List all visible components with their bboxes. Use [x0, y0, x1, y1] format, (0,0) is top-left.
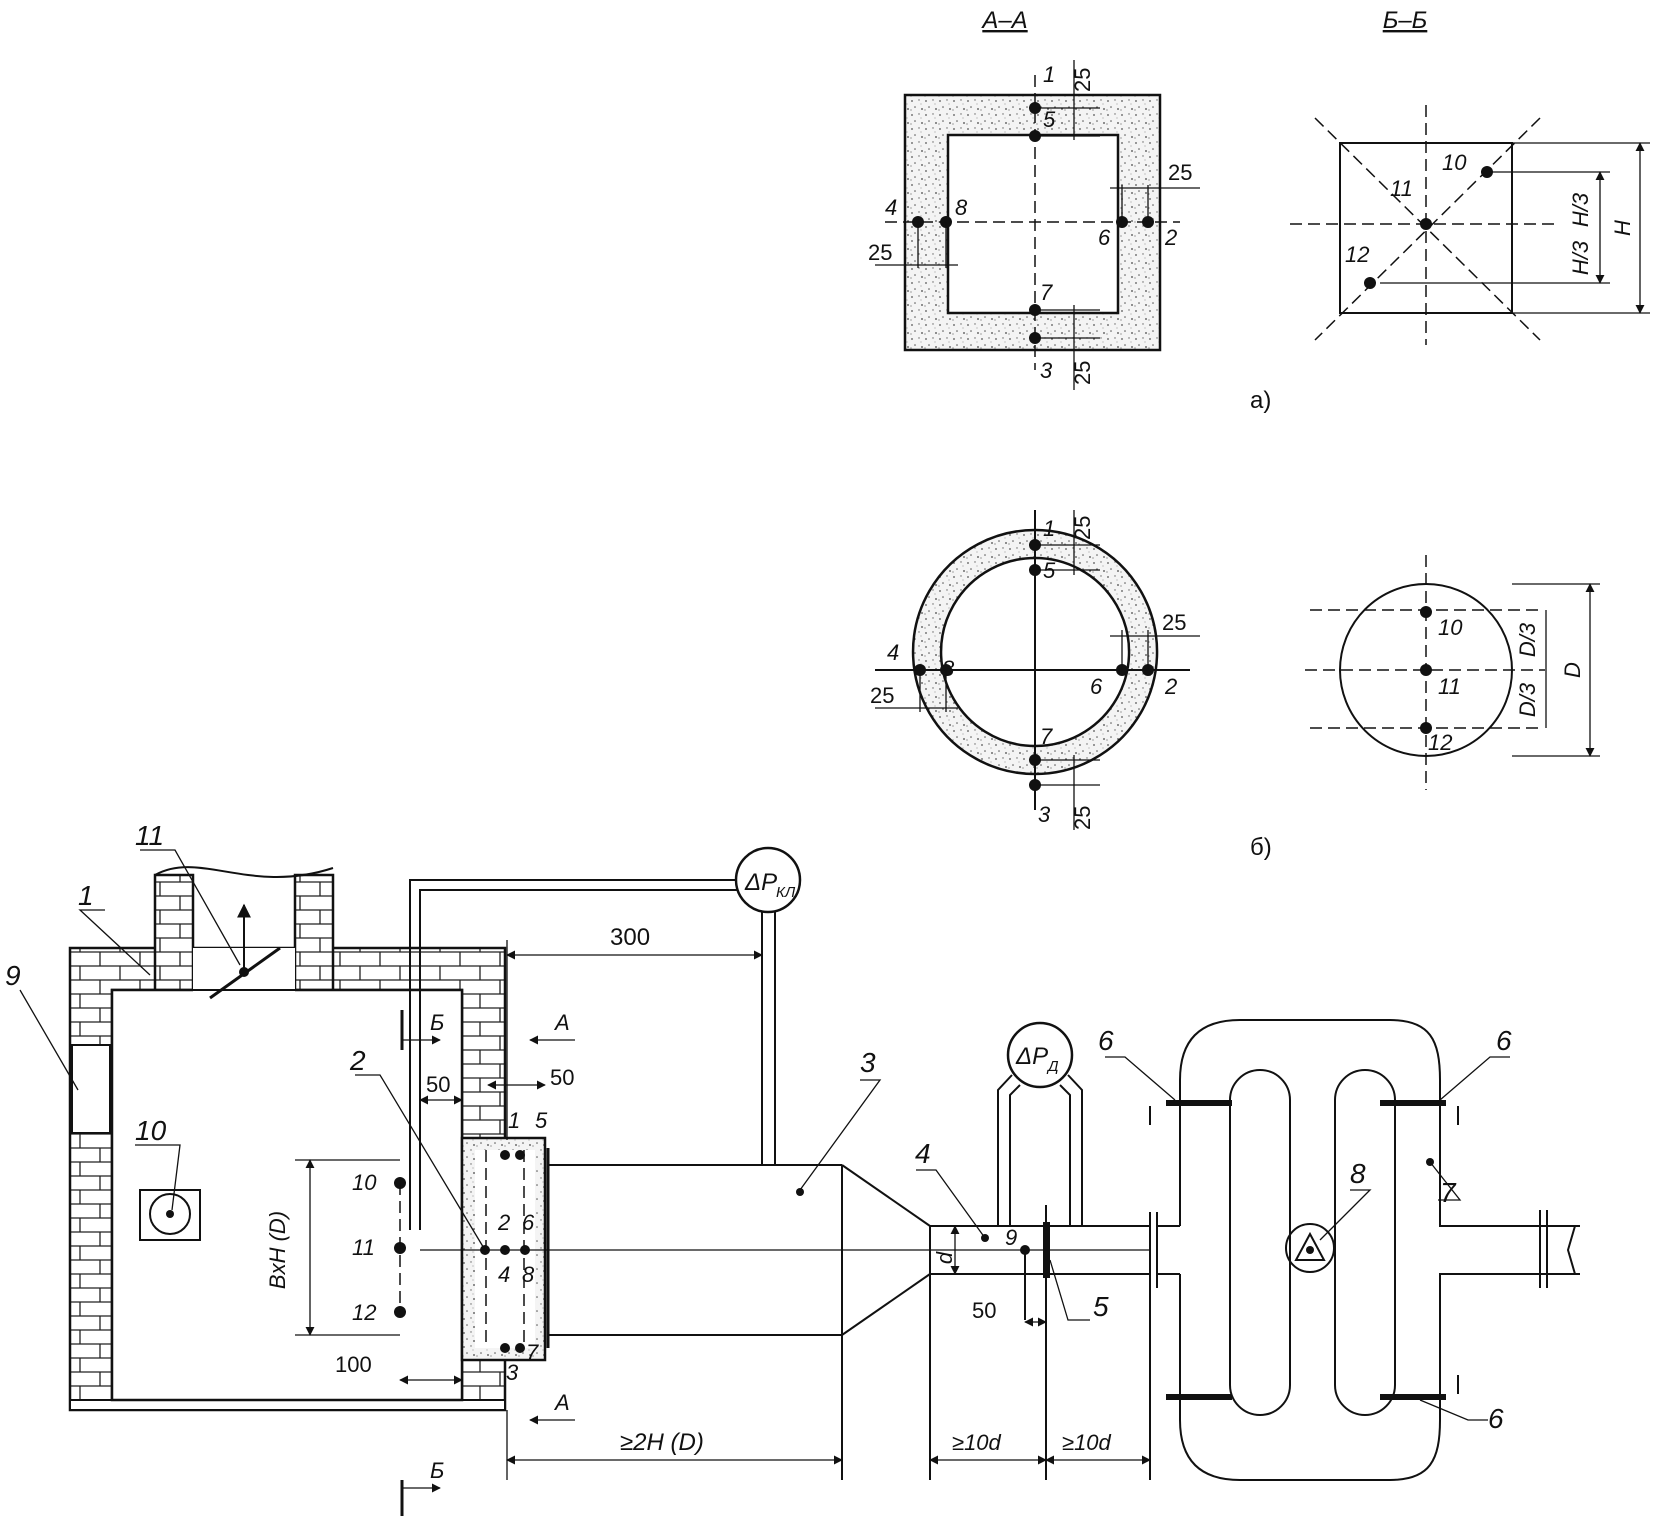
- round-insulation: [911, 528, 1159, 776]
- section-aa-title: А–А: [980, 7, 1027, 34]
- gauge-pkl: [734, 846, 802, 914]
- valve-insert: 1 5 2 6 4 8 3 7: [460, 1108, 550, 1385]
- section-bb-title: Б–Б: [1383, 7, 1428, 34]
- dim-ge2h: ≥2H (D): [620, 1429, 704, 1456]
- callout-5: 5: [1093, 1291, 1109, 1322]
- callout-6-bottom: 6: [1488, 1403, 1504, 1434]
- main-pt-5: 5: [535, 1108, 548, 1133]
- main-pt-7: 7: [526, 1340, 539, 1365]
- sq-pt-10: 10: [1442, 150, 1467, 175]
- main-dimensions: 300 50 50 BxH (D) 100 ≥2H (D) ≥10d ≥10d …: [265, 924, 1151, 1516]
- callout-11: 11: [135, 820, 164, 851]
- sq-dim-h: H: [1610, 220, 1635, 236]
- sq-dim-25-right: 25: [1168, 160, 1192, 185]
- label-b: б): [1250, 834, 1272, 861]
- dim-50-left: 50: [426, 1072, 450, 1097]
- dim-100: 100: [335, 1352, 372, 1377]
- main-pt-11: 11: [352, 1235, 375, 1260]
- sq-pt-3: 3: [1040, 358, 1053, 383]
- measuring-pipe: ΔP Д 9 d: [929, 1021, 1151, 1480]
- main-pt-1: 1: [508, 1108, 520, 1133]
- cut-b-bottom: Б: [430, 1458, 444, 1483]
- sq-pt-2: 2: [1164, 225, 1177, 250]
- callout-4: 4: [915, 1138, 931, 1169]
- callout-3: 3: [860, 1047, 876, 1078]
- main-pt-6: 6: [522, 1210, 535, 1235]
- rd-pt-4: 4: [887, 640, 899, 665]
- dim-50-pipe: 50: [972, 1298, 996, 1323]
- main-pt-8: 8: [522, 1262, 535, 1287]
- dim-ge10d-right: ≥10d: [1062, 1430, 1112, 1455]
- callout-9: 9: [5, 960, 21, 991]
- rd-dim-d3-upper: D/3: [1515, 622, 1540, 657]
- sq-dim-h3-lower: H/3: [1568, 240, 1593, 275]
- sq-pt-1: 1: [1043, 62, 1055, 87]
- rd-pt-6: 6: [1090, 674, 1103, 699]
- gauge-pd-label: ΔP: [1015, 1043, 1048, 1070]
- callout-10: 10: [135, 1115, 167, 1146]
- callout-2: 2: [349, 1045, 366, 1076]
- dim-small-d: d: [932, 1251, 957, 1264]
- sq-pt-8: 8: [955, 195, 968, 220]
- section-aa-square: А–А 1 5 7 3 4 8 6 2 25 25 25 25 а): [868, 7, 1271, 414]
- dim-300: 300: [610, 924, 650, 951]
- duct-section: ΔP КЛ: [409, 846, 1150, 1480]
- dim-50-right: 50: [550, 1065, 574, 1090]
- label-a: а): [1250, 387, 1271, 414]
- rd-pt-7: 7: [1040, 724, 1053, 749]
- callout-7: 7: [1440, 1177, 1457, 1208]
- sq-pt-12: 12: [1345, 242, 1369, 267]
- sq-pt-4: 4: [885, 195, 897, 220]
- dim-bxh: BxH (D): [265, 1211, 290, 1289]
- cut-a-top: А: [553, 1010, 570, 1035]
- main-pt-2: 2: [497, 1210, 510, 1235]
- rd-dim-25-left: 25: [870, 683, 894, 708]
- sq-dim-25-bottom: 25: [1070, 361, 1095, 385]
- rd-dim-d: D: [1560, 662, 1585, 678]
- rd-dim-25-bottom: 25: [1070, 806, 1095, 830]
- main-pt-9: 9: [1005, 1225, 1017, 1250]
- rd-pt-1: 1: [1043, 516, 1055, 541]
- rd-pt-11: 11: [1438, 674, 1461, 699]
- rd-dim-25-right: 25: [1162, 610, 1186, 635]
- callout-1: 1: [78, 880, 94, 911]
- rd-pt-10: 10: [1438, 615, 1463, 640]
- main-pt-3: 3: [506, 1360, 519, 1385]
- cut-a-bottom: А: [553, 1390, 570, 1415]
- main-pt-4: 4: [498, 1262, 510, 1287]
- sq-pt-11: 11: [1390, 176, 1413, 201]
- rd-pt-2: 2: [1164, 674, 1177, 699]
- sq-dim-h3-upper: H/3: [1568, 192, 1593, 227]
- callout-6-right: 6: [1496, 1025, 1512, 1056]
- rd-dim-25-top: 25: [1070, 516, 1095, 540]
- section-aa-round: 1 5 7 3 4 8 6 2 25 25 25 25 б): [870, 510, 1272, 861]
- fan-unit: [1149, 1019, 1580, 1481]
- rd-dim-d3-lower: D/3: [1515, 682, 1540, 717]
- main-pt-10: 10: [352, 1170, 377, 1195]
- gauge-pd: [1006, 1021, 1074, 1089]
- rd-pt-8: 8: [942, 656, 955, 681]
- sq-dim-25-left: 25: [868, 240, 892, 265]
- sq-pt-7: 7: [1040, 280, 1053, 305]
- gauge-pd-sub: Д: [1046, 1058, 1059, 1075]
- gauge-pkl-label: ΔP: [744, 869, 777, 896]
- sq-pt-5: 5: [1043, 107, 1056, 132]
- dim-ge10d-left: ≥10d: [952, 1430, 1002, 1455]
- callouts: 1 2 3 4 5 6 6 6 7 8 9 10 11: [5, 820, 1512, 1434]
- gauge-pkl-sub: КЛ: [776, 884, 796, 901]
- furnace-chamber: 10 11 12: [68, 866, 507, 1412]
- main-pt-12: 12: [352, 1300, 376, 1325]
- section-bb-square: Б–Б 10 11 12 H/3 H/3 H: [1290, 7, 1650, 345]
- section-bb-round: 10 11 12 D/3 D/3 D: [1305, 555, 1600, 790]
- cut-b-top: Б: [430, 1010, 444, 1035]
- rd-pt-12: 12: [1428, 730, 1452, 755]
- callout-6-left: 6: [1098, 1025, 1114, 1056]
- callout-8: 8: [1350, 1158, 1366, 1189]
- sq-dim-25-top: 25: [1070, 68, 1095, 92]
- sq-pt-6: 6: [1098, 225, 1111, 250]
- rd-pt-3: 3: [1038, 802, 1051, 827]
